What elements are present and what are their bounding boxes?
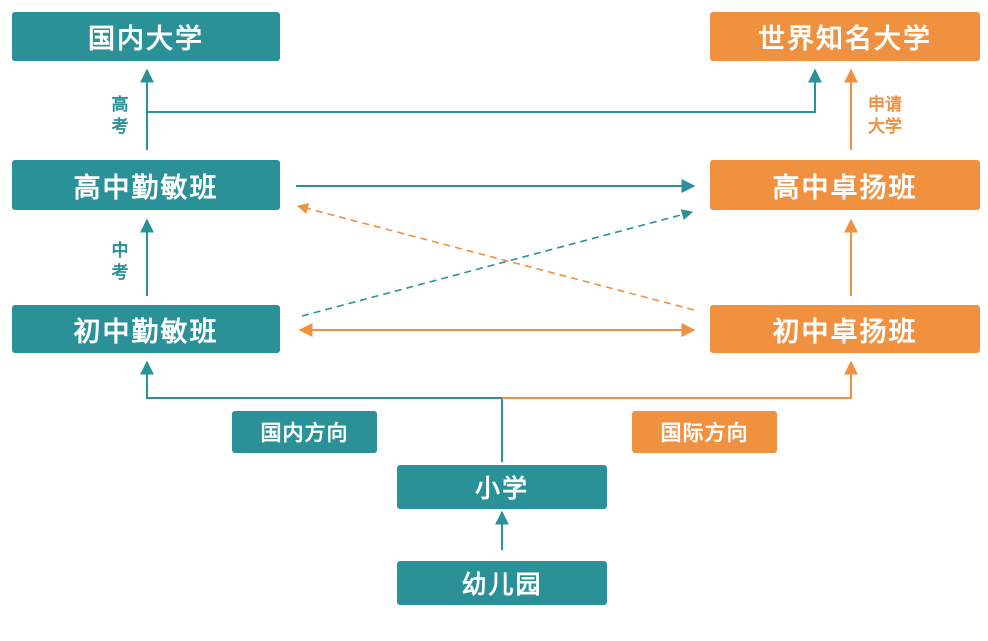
node-junior-qinmin-label: 初中勤敏班 xyxy=(73,316,219,348)
node-kindergarten-label: 幼儿园 xyxy=(461,570,543,599)
node-domestic-university: 国内大学 xyxy=(12,12,280,61)
node-domestic-university-label: 国内大学 xyxy=(88,24,204,55)
node-high-zhuoyang: 高中卓扬班 xyxy=(710,160,980,210)
edge-primary-to-junior-qinmin xyxy=(140,360,502,399)
node-world-university-label: 世界知名大学 xyxy=(758,24,932,55)
tag-domestic-direction-label: 国内方向 xyxy=(260,421,349,445)
edge-junior-qinmin-to-high-zhuoyang-dashed xyxy=(301,209,694,317)
node-primary-school: 小学 xyxy=(397,465,607,509)
node-primary-school-label: 小学 xyxy=(474,474,529,503)
node-junior-zhuoyang-label: 初中卓扬班 xyxy=(772,316,918,348)
edge-junior-zhuoyang-to-high-qinmin-dashed xyxy=(296,203,695,311)
edge-label-apply-university: 申请 大学 xyxy=(868,95,902,137)
node-kindergarten: 幼儿园 xyxy=(397,561,607,605)
node-high-zhuoyang-label: 高中卓扬班 xyxy=(772,172,918,204)
node-junior-qinmin: 初中勤敏班 xyxy=(12,305,280,353)
edge-label-zhongkao: 中 考 xyxy=(111,241,129,283)
edge-primary-to-junior-zhuoyang xyxy=(502,360,858,399)
node-world-university: 世界知名大学 xyxy=(710,12,980,61)
node-junior-zhuoyang: 初中卓扬班 xyxy=(710,305,980,353)
node-high-qinmin: 高中勤敏班 xyxy=(12,160,280,210)
tag-international-direction-label: 国际方向 xyxy=(660,421,749,445)
edge-label-gaokao: 高 考 xyxy=(111,95,129,137)
node-high-qinmin-label: 高中勤敏班 xyxy=(73,172,219,204)
edge-high-qinmin-to-world-university xyxy=(147,68,822,113)
tag-domestic-direction: 国内方向 xyxy=(232,411,377,453)
tag-international-direction: 国际方向 xyxy=(632,411,777,453)
